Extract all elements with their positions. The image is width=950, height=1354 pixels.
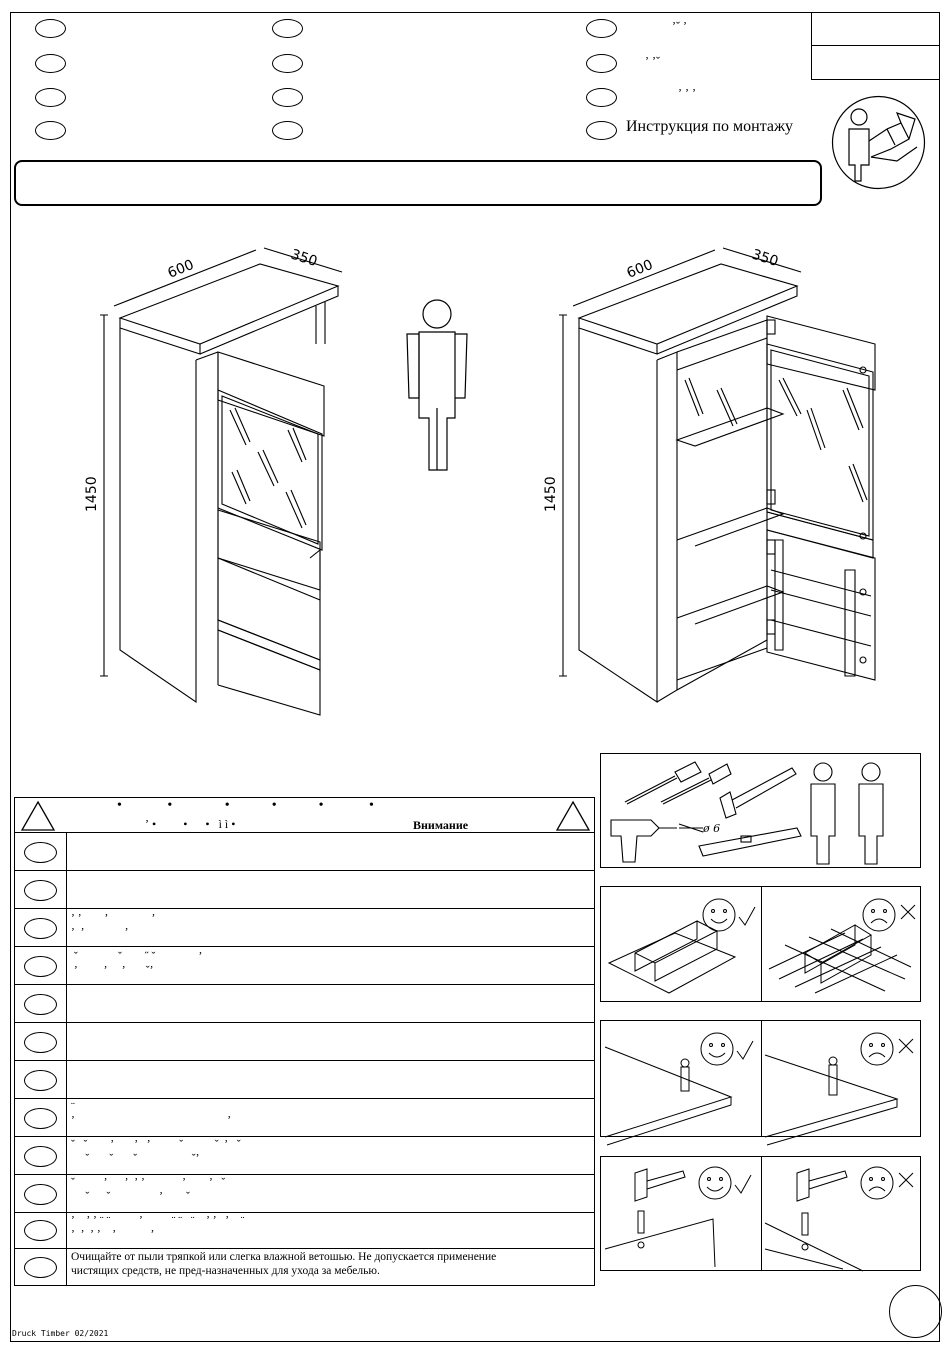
correct-blanket-icon [607,898,756,994]
tools-panel: ø 6 [600,753,921,868]
incorrect-floor-icon [768,898,916,994]
incorrect-bolt-icon [764,1032,914,1146]
print-info: Druck Timber 02/2021 [12,1329,109,1338]
screwdriver-icon [624,761,732,805]
correct-bolt-icon [604,1032,754,1146]
cabinet-open-drawing: 600 350 1450 [543,247,876,704]
dowel-panel [600,1156,921,1272]
product-title-box [14,160,822,206]
width-dimension: 600 [166,257,197,282]
instruction-title: Инструкция по монтажу [626,118,794,135]
floor-surface-panel [600,886,921,1002]
warning-row-text: ˇ ˇ ˝ ˇ ʼ ʼ ʼ ʼ ˇʼ [73,951,203,977]
language-oval [586,19,617,38]
language-oval [586,88,617,107]
row-oval [24,956,57,977]
language-oval [272,121,303,140]
accent-marks: ʼ ʼˇ [645,54,660,68]
language-oval [35,54,66,73]
correct-dowel-icon [604,1166,752,1268]
row-oval [24,842,57,863]
width-dimension: 600 [625,257,656,282]
cam-bolt-panel [600,1020,921,1146]
two-persons-icon [810,762,884,865]
warning-row-text: ˇ ʼ ʼ ʼ ʼ ʼ ʼ ˇ ˇ ˇ ʼ ˇ [71,1177,226,1203]
depth-dimension: 350 [750,247,780,270]
warning-row-text: ʼ ʼ ʼ ¨ ¨ ʼ ¨ ¨ ¨ ʼ ʼ ʼ ¨ ʼ ʼ ʼ ʼ ʼ ʼ [71,1215,245,1241]
language-oval [35,19,66,38]
row-oval [24,1070,57,1091]
hammer-icon [719,767,797,819]
warning-row-text: ˇ ˇ ʼ ʼ ʼ ˇ ˇ ʼ ˇ ˇ ˇ ˇ ˇʼ [71,1139,241,1165]
drill-icon: ø 6 [610,819,720,863]
warning-triangle-icon [555,800,591,831]
reading-person-icon [831,95,926,190]
language-oval [272,19,303,38]
drill-size-label: ø 6 [702,822,720,835]
language-oval [35,121,66,140]
row-oval [24,1032,57,1053]
care-instruction-text: Очищайте от пыли тряпкой или слегка влаж… [71,1251,497,1277]
page-number-circle [889,1285,942,1338]
article-code-box [811,12,940,80]
row-oval [24,1184,57,1205]
language-oval [272,54,303,73]
warning-header-marks: ʼ • • • ì ì • [145,817,236,831]
height-dimension: 1450 [543,476,559,512]
row-oval [24,1220,57,1241]
accent-marks: ʼ ʼ ʼ [678,86,696,100]
row-oval [24,1146,57,1167]
height-dimension: 1450 [84,476,100,512]
row-oval [24,918,57,939]
person-scale-figure [406,299,468,471]
incorrect-dowel-icon [764,1166,914,1272]
row-oval [24,880,57,901]
depth-dimension: 350 [289,247,319,270]
language-oval [35,88,66,107]
warning-title: Внимание [413,818,469,832]
language-oval [586,121,617,140]
row-oval [24,1108,57,1129]
accent-marks: ʼˇ ʼ [672,19,687,33]
language-oval [586,54,617,73]
language-oval [272,88,303,107]
spirit-level-icon [698,827,802,857]
warning-table: • • • • • • ʼ • • • ì ì • Внимание [14,797,595,1286]
row-oval [24,994,57,1015]
cabinet-closed-drawing: 600 350 1450 [84,247,343,716]
page-frame [10,12,940,1342]
warning-dots: • • • • • • [117,798,374,813]
warning-triangle-icon [20,800,56,831]
row-oval [24,1257,57,1278]
warning-row-text: ¨ ʼ ʼ [71,1101,232,1127]
warning-row-text: ʼ ʼ ʼ ʼ ʼ ʼ ʼ [71,913,156,939]
